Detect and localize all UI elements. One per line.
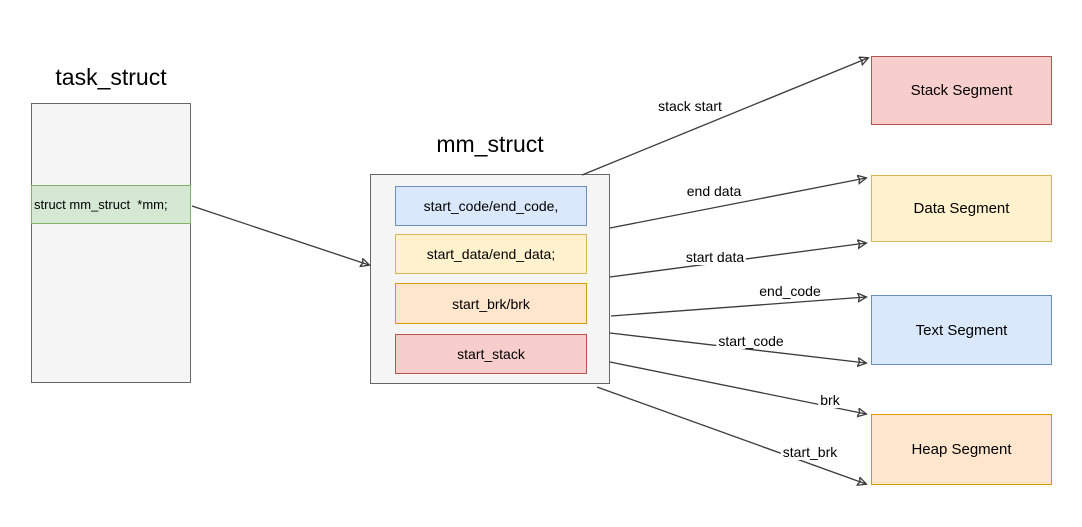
arrow-label-brk: brk (818, 392, 842, 408)
mm-field-start-brk: start_brk/brk (395, 283, 587, 324)
arrow-label-start-brk: start_brk (780, 444, 840, 460)
arrow-label-end-data: end data (684, 183, 744, 199)
task-struct-box (31, 103, 191, 383)
arrow-label-start-data: start data (683, 249, 747, 265)
task-struct-title: task_struct (55, 64, 167, 90)
mm-field-start-data: start_data/end_data; (395, 234, 587, 274)
arrow-label-start-code: start_code (716, 333, 786, 349)
arrow-label-end-code: end_code (757, 283, 823, 299)
mm-field-start-code: start_code/end_code, (395, 186, 587, 226)
arrow-end-code (610, 297, 866, 317)
mm-struct-title: mm_struct (436, 131, 544, 157)
arrow-task-to-mm (191, 205, 369, 265)
mm-pointer-field: struct mm_struct *mm; (31, 185, 191, 224)
segment-stack: Stack Segment (871, 56, 1052, 125)
arrow-stack-start (581, 58, 868, 176)
segment-text: Text Segment (871, 295, 1052, 365)
segment-data: Data Segment (871, 175, 1052, 242)
mm-field-start-stack: start_stack (395, 334, 587, 374)
arrow-label-stack-start: stack start (656, 98, 724, 114)
segment-heap: Heap Segment (871, 414, 1052, 485)
